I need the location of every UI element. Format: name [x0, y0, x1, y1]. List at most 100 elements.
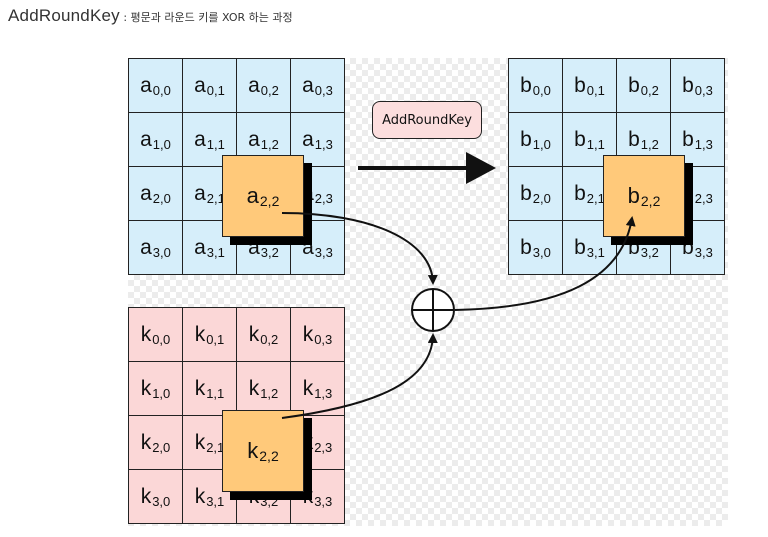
arrow-xor-to-b: [454, 216, 636, 311]
cell-letter: a: [194, 127, 206, 151]
cell-index: 3,2: [260, 494, 279, 509]
cell-index: 3,3: [314, 494, 333, 509]
cell-index: 0,3: [694, 83, 713, 98]
cell-letter: b: [682, 73, 694, 97]
cell-index: 0,3: [314, 83, 333, 98]
cell-index: 2,0: [152, 191, 171, 206]
cell-index: 2,1: [206, 440, 225, 455]
cell-index: 2,3: [314, 440, 333, 455]
cell-letter: a: [302, 73, 314, 97]
cell-letter: k: [248, 322, 260, 346]
operation-label: AddRoundKey: [372, 101, 482, 139]
cell-letter: k: [302, 376, 314, 400]
highlight-letter: a: [246, 183, 259, 208]
cell-letter: a: [194, 181, 206, 205]
cell-letter: b: [628, 127, 640, 151]
cell-index: 1,3: [314, 137, 333, 152]
cell-index: 3,3: [694, 245, 713, 260]
cell-letter: k: [140, 430, 152, 454]
cell-index: 2,1: [586, 191, 605, 206]
cell-index: 3,0: [532, 245, 551, 260]
xor-icon: [411, 288, 455, 332]
cell-index: 0,0: [152, 83, 171, 98]
cell-index: 0,2: [260, 332, 279, 347]
cell-letter: k: [140, 376, 152, 400]
cell-index: 1,2: [260, 386, 279, 401]
page-title: AddRoundKey : 평문과 라운드 키를 XOR 하는 과정: [8, 6, 293, 26]
cell-index: 0,1: [206, 332, 225, 347]
cell-letter: b: [574, 73, 586, 97]
cell-letter: k: [302, 484, 314, 508]
cell-letter: k: [248, 376, 260, 400]
cell-letter: k: [194, 484, 206, 508]
title-main: AddRoundKey: [8, 6, 120, 25]
arrow-a-to-xor: [281, 212, 438, 285]
cell-index: 3,1: [206, 245, 225, 260]
cell-index: 2,3: [314, 191, 333, 206]
cell-index: 3,3: [314, 245, 333, 260]
highlight-index: 2,2: [259, 448, 279, 464]
cell-index: 0,3: [314, 332, 333, 347]
cell-letter: a: [194, 73, 206, 97]
cell-letter: k: [140, 322, 152, 346]
cell-letter: k: [302, 322, 314, 346]
cell-index: 2,1: [206, 191, 225, 206]
cell-index: 3,1: [586, 245, 605, 260]
cell-letter: k: [140, 484, 152, 508]
cell-letter: b: [520, 235, 532, 259]
cell-index: 1,3: [694, 137, 713, 152]
cell-index: 1,0: [152, 137, 171, 152]
cell-letter: a: [302, 127, 314, 151]
arrow-k-to-xor: [281, 333, 438, 419]
cell-index: 1,1: [206, 137, 225, 152]
cell-letter: a: [140, 235, 152, 259]
cell-letter: a: [248, 127, 260, 151]
cell-index: 2,0: [532, 191, 551, 206]
cell-index: 3,1: [206, 494, 225, 509]
cell-letter: a: [248, 235, 260, 259]
cell-letter: a: [248, 73, 260, 97]
cell-index: 0,2: [260, 83, 279, 98]
cell-letter: k: [194, 376, 206, 400]
cell-letter: k: [302, 430, 314, 454]
cell-index: 1,2: [260, 137, 279, 152]
cell-letter: a: [194, 235, 206, 259]
cell-index: 0,1: [206, 83, 225, 98]
cell-letter: a: [302, 235, 314, 259]
cell-index: 3,0: [152, 494, 171, 509]
transform-arrow: [358, 152, 496, 184]
cell-letter: b: [574, 235, 586, 259]
cell-index: 3,2: [640, 245, 659, 260]
cell-index: 1,0: [532, 137, 551, 152]
cell-letter: b: [628, 73, 640, 97]
cell-letter: b: [682, 235, 694, 259]
cell-index: 1,1: [206, 386, 225, 401]
cell-index: 0,1: [586, 83, 605, 98]
cell-letter: b: [628, 235, 640, 259]
cell-index: 3,2: [260, 245, 279, 260]
highlight-index: 2,2: [640, 193, 661, 209]
title-subtitle: : 평문과 라운드 키를 XOR 하는 과정: [119, 11, 293, 24]
